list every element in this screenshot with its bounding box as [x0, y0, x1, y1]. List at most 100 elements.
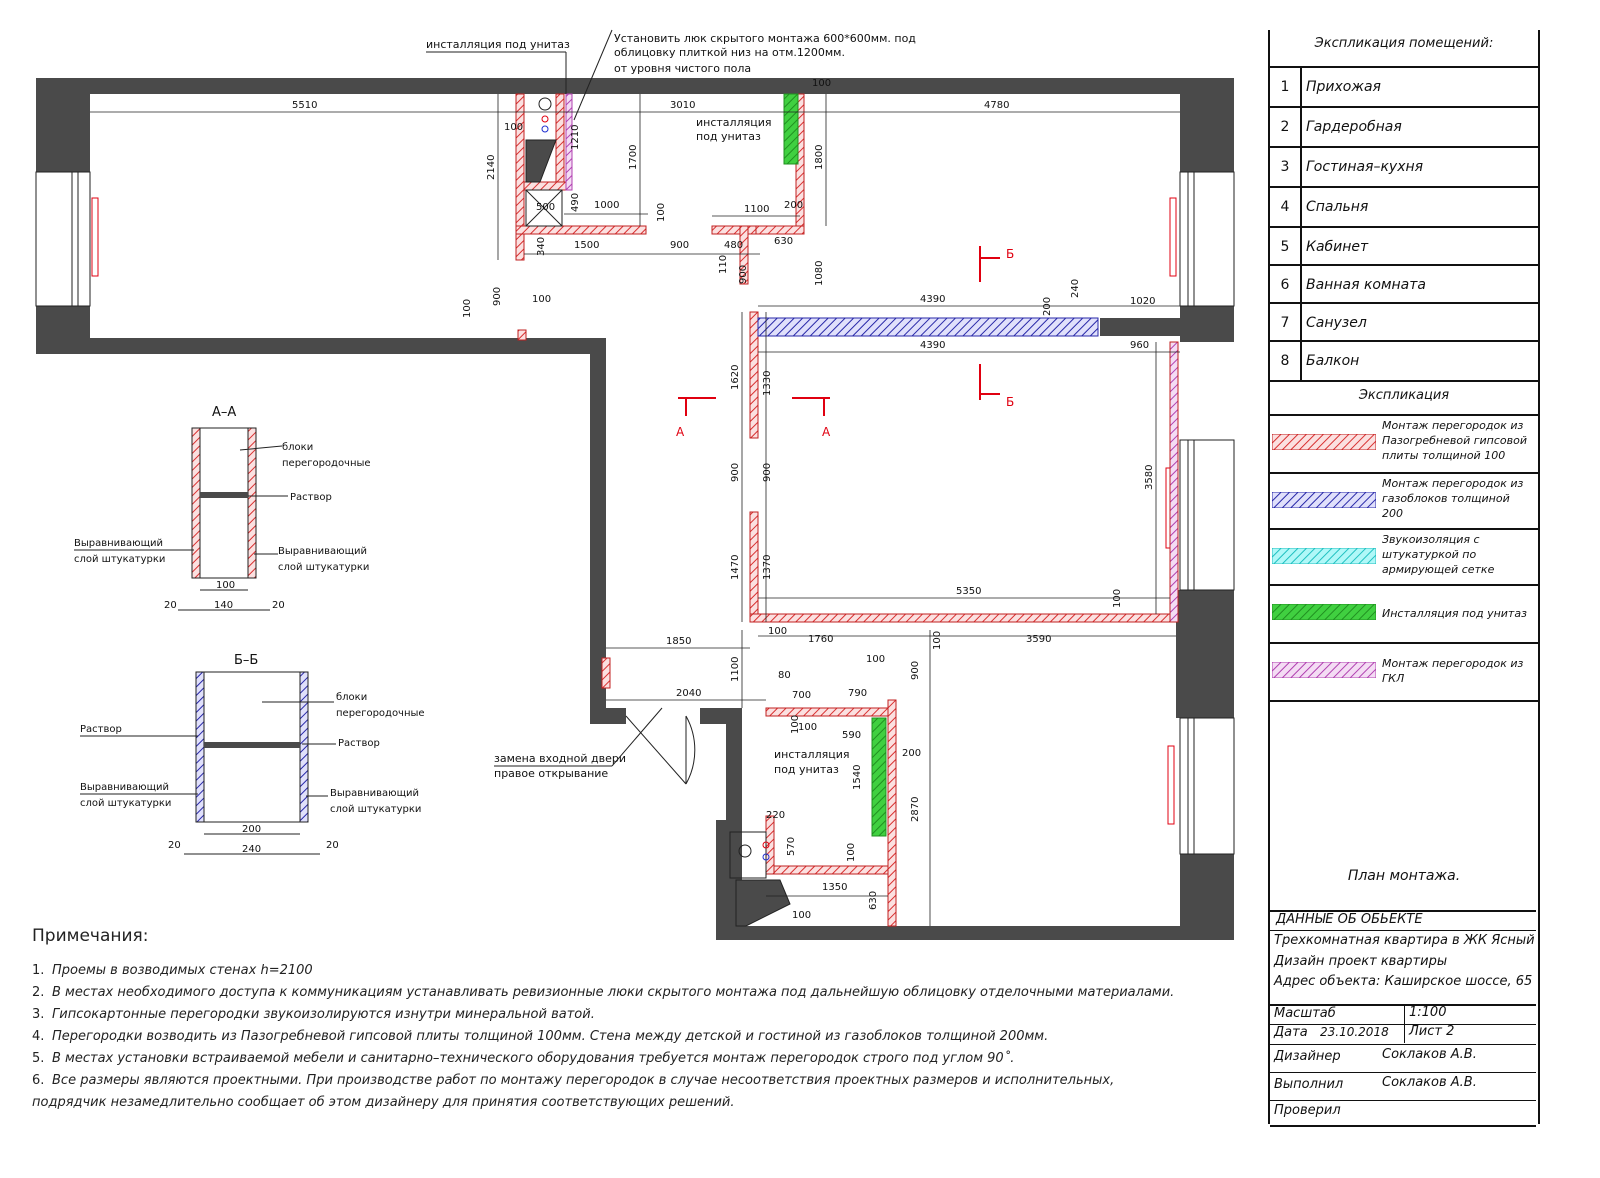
window-right-1 — [1169, 171, 1235, 307]
legend-row: Монтаж перегородок из ГКЛ — [1270, 642, 1538, 702]
legend-swatch-cyan — [1272, 548, 1376, 564]
aa-mortar-label: Раствор — [290, 492, 332, 503]
room-row: 1 Прихожая — [1270, 66, 1538, 106]
dim-label: 80 — [778, 670, 791, 681]
object-line-2-text: Дизайн проект квартиры — [1274, 954, 1448, 969]
room-row: 7 Санузел — [1270, 302, 1538, 342]
dimension-labels: 5510 3010 4780 100 2140 1700 1210 100 18… — [292, 78, 1155, 921]
legend-panel: Экспликация помещений: 1 Прихожая 2 Гард… — [1268, 30, 1540, 1124]
object-line-3: Адрес объекта: Каширское шоссе, 65 — [1270, 972, 1536, 992]
dimension-lines — [90, 94, 1180, 926]
note-item: 5.В местах установки встраиваемой мебели… — [32, 1051, 1015, 1066]
room-number: 1 — [1270, 68, 1302, 106]
legend-label: Звукоизоляция с штукатуркой по армирующе… — [1382, 533, 1495, 576]
dim-label: 100 — [532, 294, 551, 305]
dim-label: 1760 — [808, 634, 833, 645]
aa-dim-side-left: 20 — [164, 600, 177, 611]
aa-blocks-label: блоки — [282, 442, 313, 453]
dim-label: 3590 — [1026, 634, 1051, 645]
room-name: Гардеробная — [1306, 119, 1402, 135]
section-a-label-left: А — [676, 425, 685, 439]
dim-label: 1330 — [762, 371, 773, 396]
section-markers — [678, 246, 1000, 416]
partitions-red — [515, 93, 1179, 927]
window-left — [35, 171, 99, 307]
dim-label: 240 — [1070, 279, 1081, 298]
legend-swatch-blue — [1272, 492, 1376, 508]
room-number: 5 — [1270, 228, 1302, 266]
legend-swatch-violet — [1272, 662, 1376, 678]
section-aa-detail: А–А блоки перегородочные Раствор Выравни… — [74, 405, 371, 611]
window-right-2 — [1165, 439, 1235, 591]
dim-label: 570 — [786, 837, 797, 856]
date-label: Дата — [1274, 1025, 1308, 1040]
dim-label: 1000 — [594, 200, 619, 211]
dim-label: 100 — [790, 715, 801, 734]
room-number: 6 — [1270, 266, 1302, 304]
dim-label: 1350 — [822, 882, 847, 893]
dim-label: 1100 — [730, 657, 741, 682]
dim-label: 5350 — [956, 586, 981, 597]
note-item: 1.Проемы в возводимых стенах h=2100 — [32, 963, 313, 978]
aa-dim-inner: 100 — [216, 580, 235, 591]
annotation-toilet-low-1: инсталляция — [774, 748, 849, 761]
annotation-toilet-mid-1: инсталляция — [696, 116, 771, 129]
legend-row: Монтаж перегородок из Пазогребневой гипс… — [1270, 414, 1538, 472]
room-name: Ванная комната — [1306, 277, 1426, 293]
dim-label: 1700 — [628, 145, 639, 170]
aa-dim-side-right: 20 — [272, 600, 285, 611]
legend-swatch-green — [1272, 604, 1376, 620]
date-value: 23.10.2018 — [1320, 1025, 1389, 1039]
annotation-door-2: правое открывание — [494, 767, 608, 780]
section-b-label-bottom: Б — [1006, 395, 1014, 409]
aa-level-right-2: слой штукатурки — [278, 562, 369, 573]
dim-label: 200 — [902, 748, 921, 759]
object-line-2: Дизайн проект квартиры — [1270, 952, 1536, 972]
dim-label: 960 — [1130, 340, 1149, 351]
dim-label: 100 — [812, 78, 831, 89]
bb-dim-inner: 200 — [242, 824, 261, 835]
scale-label: Масштаб — [1274, 1006, 1336, 1021]
dim-label: 900 — [738, 265, 749, 284]
dim-label: 630 — [774, 236, 793, 247]
note-item: 4.Перегородки возводить из Пазогребневой… — [32, 1029, 1049, 1044]
dim-label: 1370 — [762, 555, 773, 580]
aa-dim-outer: 140 — [214, 600, 233, 611]
dim-label: 1210 — [570, 125, 581, 150]
bb-mortar-left: Раствор — [80, 724, 122, 735]
dim-label: 2140 — [486, 155, 497, 180]
bb-dim-side-left: 20 — [168, 840, 181, 851]
designer-value: Соклаков А.В. — [1382, 1047, 1477, 1062]
partition-blue — [757, 317, 1180, 337]
legend-row: Инсталляция под унитаз — [1270, 584, 1538, 642]
dim-label: 1620 — [730, 365, 741, 390]
note-item: 2.В местах необходимого доступа к коммун… — [32, 985, 1175, 1000]
date-row: Дата 23.10.2018 Лист 2 — [1270, 1024, 1536, 1043]
dim-label: 500 — [536, 202, 555, 213]
dim-label: 1470 — [730, 555, 741, 580]
bathroom-fixtures — [525, 97, 791, 927]
dim-label: 900 — [730, 463, 741, 482]
notes-block: Примечания: 1.Проемы в возводимых стенах… — [32, 926, 1262, 1114]
window-right-3 — [1167, 717, 1235, 855]
annotation-toilet-top: инсталляция под унитаз — [426, 38, 570, 51]
dim-label: 3010 — [670, 100, 695, 111]
bb-blocks-label: блоки — [336, 692, 367, 703]
room-number: 7 — [1270, 304, 1302, 342]
dim-label: 100 — [792, 910, 811, 921]
exterior-walls — [36, 78, 1234, 940]
section-aa-title: А–А — [212, 405, 236, 420]
annotation-door-1: замена входной двери — [494, 752, 626, 765]
material-legend-title: Экспликация — [1358, 388, 1450, 403]
performer-row: Выполнил Соклаков А.В. — [1270, 1072, 1536, 1099]
note-item-continuation: подрядчик незамедлительно сообщает об эт… — [32, 1095, 735, 1110]
room-name: Кабинет — [1306, 239, 1369, 255]
dim-label: 100 — [768, 626, 787, 637]
dim-label: 480 — [724, 240, 743, 251]
dim-label: 900 — [910, 661, 921, 680]
dim-label: 2870 — [910, 797, 921, 822]
room-number: 8 — [1270, 342, 1302, 380]
aa-level-left-2: слой штукатурки — [74, 554, 165, 565]
legend-label: Инсталляция под унитаз — [1382, 607, 1527, 620]
